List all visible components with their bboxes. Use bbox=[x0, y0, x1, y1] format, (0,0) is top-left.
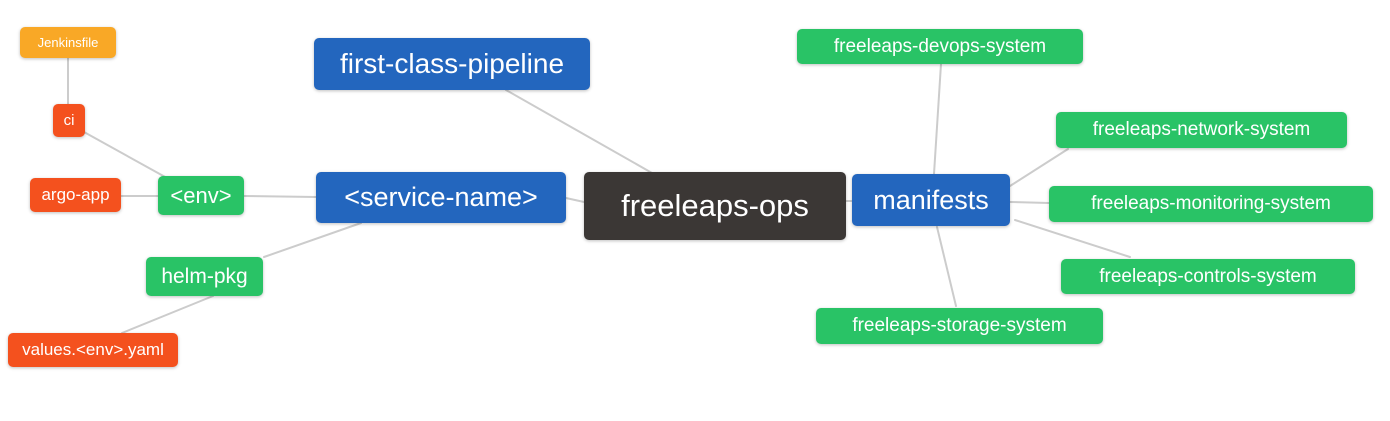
edge-manifests-to-freeleaps-controls-system bbox=[1014, 219, 1131, 258]
node-helm-pkg[interactable]: helm-pkg bbox=[146, 257, 263, 296]
edge-service-name-to-freeleaps-ops bbox=[565, 197, 585, 203]
node-argo-app[interactable]: argo-app bbox=[30, 178, 121, 212]
node-first-class-pipeline[interactable]: first-class-pipeline bbox=[314, 38, 590, 90]
edge-env-to-service-name bbox=[243, 195, 317, 198]
node-freeleaps-devops-system[interactable]: freeleaps-devops-system bbox=[797, 29, 1083, 64]
node-freeleaps-ops[interactable]: freeleaps-ops bbox=[584, 172, 846, 240]
node-jenkinsfile[interactable]: Jenkinsfile bbox=[20, 27, 116, 58]
edge-manifests-to-freeleaps-monitoring-system bbox=[1009, 201, 1050, 204]
node-values-env-yaml[interactable]: values.<env>.yaml bbox=[8, 333, 178, 367]
node-freeleaps-monitoring-system[interactable]: freeleaps-monitoring-system bbox=[1049, 186, 1373, 222]
edge-manifests-to-freeleaps-network-system bbox=[1009, 148, 1069, 187]
node-freeleaps-network-system[interactable]: freeleaps-network-system bbox=[1056, 112, 1347, 148]
node-freeleaps-storage-system[interactable]: freeleaps-storage-system bbox=[816, 308, 1103, 344]
node-manifests[interactable]: manifests bbox=[852, 174, 1010, 226]
edge-values-env-yaml-to-helm-pkg bbox=[121, 295, 214, 334]
node-ci[interactable]: ci bbox=[53, 104, 85, 137]
edge-manifests-to-freeleaps-storage-system bbox=[936, 226, 957, 307]
edge-manifests-to-freeleaps-devops-system bbox=[933, 63, 942, 175]
edge-helm-pkg-to-service-name bbox=[263, 222, 362, 258]
node-service-name[interactable]: <service-name> bbox=[316, 172, 566, 223]
edge-first-class-pipeline-to-freeleaps-ops bbox=[505, 89, 653, 174]
edge-ci-to-env bbox=[83, 131, 168, 179]
node-freeleaps-controls-system[interactable]: freeleaps-controls-system bbox=[1061, 259, 1355, 294]
node-env[interactable]: <env> bbox=[158, 176, 244, 215]
